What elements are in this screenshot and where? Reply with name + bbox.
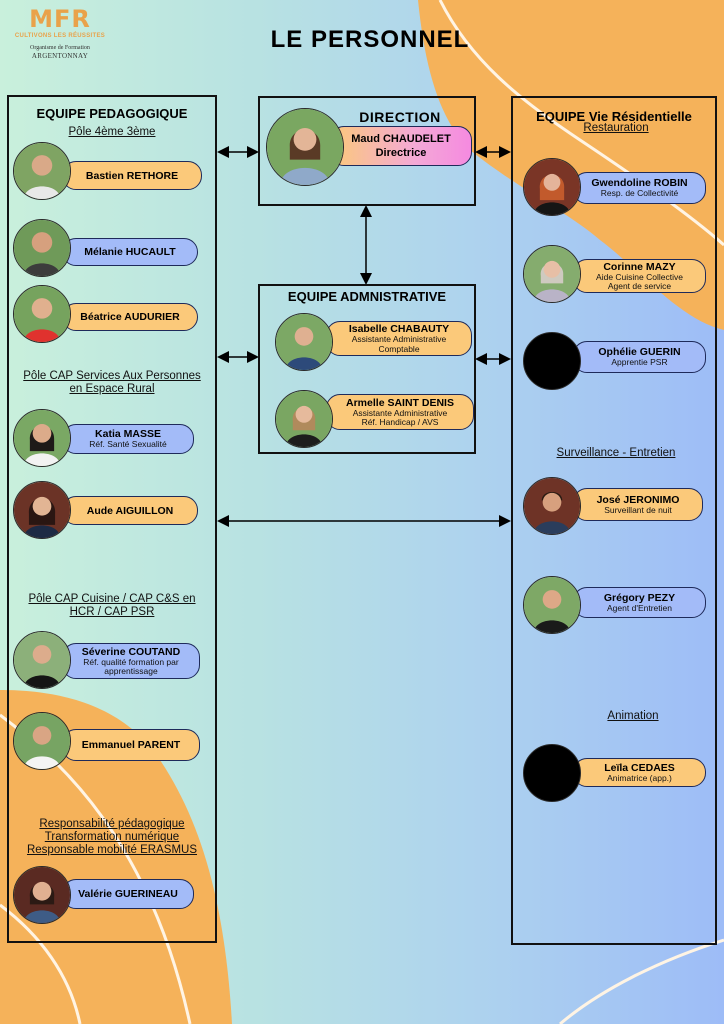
equipe-administrative-frame: EQUIPE ADMNISTRATIVE — [258, 284, 476, 454]
person-photo — [13, 481, 71, 539]
person-name: Isabelle CHABAUTY — [348, 323, 450, 335]
name-pill: José JERONIMO Surveillant de nuit — [573, 488, 703, 521]
group-line: Pôle CAP Cuisine / CAP C&S en — [28, 593, 196, 605]
person-photo — [275, 390, 333, 448]
name-pill: Corinne MAZY Aide Cuisine Collective Age… — [573, 259, 706, 293]
person-role: Agent de service — [607, 281, 672, 291]
name-pill: Armelle SAINT DENIS Assistante Administr… — [326, 394, 474, 430]
person-name: Gwendoline ROBIN — [591, 177, 688, 190]
person-photo — [13, 142, 71, 200]
group-surveillance-entretien: Surveillance - Entretien — [556, 447, 676, 459]
equipe-administrative-title: EQUIPE ADMNISTRATIVE — [287, 289, 447, 304]
person-name: Bastien RETHORE — [85, 169, 179, 182]
person-role: Réf. qualité formation par — [83, 656, 179, 667]
logo-org: Organisme de Formation — [30, 45, 90, 51]
logo-city: ARGENTONNAY — [31, 52, 89, 60]
person-photo — [13, 409, 71, 467]
photo-placeholder — [523, 332, 581, 390]
group-restauration: Restauration — [583, 122, 649, 134]
group-line: Responsable mobilité ERASMUS — [26, 844, 198, 856]
name-pill: Katia MASSE Réf. Santé Sexualité — [62, 424, 194, 454]
logo-slogan: CULTIVONS LES RÉUSSITES — [14, 33, 106, 39]
person-role: Réf. Santé Sexualité — [89, 439, 167, 450]
person-name: Mélanie HUCAULT — [84, 246, 176, 258]
equipe-pedagogique-title: EQUIPE PEDAGOGIQUE — [36, 106, 188, 121]
name-pill: Béatrice AUDURIER — [62, 303, 198, 331]
group-pole-cap-services: Pôle CAP Services Aux Personnes en Espac… — [9, 370, 215, 396]
name-pill: Maud CHAUDELET Directrice — [330, 126, 472, 166]
group-animation: Animation — [607, 710, 659, 722]
person-name: Katia MASSE — [95, 428, 161, 441]
name-pill: Valérie GUERINEAU — [62, 879, 194, 909]
group-line: Transformation numérique — [44, 831, 180, 843]
person-name: Béatrice AUDURIER — [80, 311, 180, 323]
person-photo — [13, 285, 71, 343]
name-pill: Ophélie GUERIN Apprentie PSR — [573, 341, 706, 373]
name-pill: Gwendoline ROBIN Resp. de Collectivité — [573, 172, 706, 204]
logo-mark: MFR — [29, 5, 91, 33]
group-line: Pôle CAP Services Aux Personnes — [23, 370, 201, 382]
person-photo — [523, 245, 581, 303]
person-role: Surveillant de nuit — [604, 504, 672, 515]
person-photo — [275, 313, 333, 371]
name-pill: Leïla CEDAES Animatrice (app.) — [573, 758, 706, 787]
person-photo — [266, 108, 344, 186]
person-name: Armelle SAINT DENIS — [346, 396, 454, 409]
person-role: apprentissage — [104, 666, 158, 676]
direction-frame — [258, 96, 476, 206]
person-name: Aude AIGUILLON — [86, 504, 174, 517]
person-role: Resp. de Collectivité — [600, 188, 679, 199]
group-line: en Espace Rural — [69, 383, 155, 395]
name-pill: Aude AIGUILLON — [62, 496, 198, 525]
person-role: Aide Cuisine Collective — [596, 271, 683, 282]
person-role: Apprentie PSR — [611, 357, 668, 368]
name-pill: Séverine COUTAND Réf. qualité formation … — [62, 643, 200, 679]
direction-title: DIRECTION — [359, 109, 441, 125]
person-role: Animatrice (app.) — [607, 772, 672, 783]
person-name: Emmanuel PARENT — [81, 739, 181, 751]
person-name: Corinne MAZY — [603, 260, 676, 273]
person-name: Séverine COUTAND — [81, 645, 181, 658]
person-photo — [13, 219, 71, 277]
person-role: Assistante Administrative — [351, 334, 447, 344]
person-role: Comptable — [378, 343, 420, 354]
person-role: Assistante Administrative — [352, 407, 448, 418]
group-pole-4-3: Pôle 4ème 3ème — [68, 126, 156, 138]
person-role: Réf. Handicap / AVS — [361, 417, 439, 427]
person-role: Agent d'Entretien — [607, 602, 672, 613]
person-role: Directrice — [375, 147, 427, 159]
group-responsabilite: Responsabilité pédagogique Transformatio… — [9, 818, 215, 857]
person-name: José JERONIMO — [596, 493, 680, 506]
photo-placeholder — [523, 744, 581, 802]
equipe-pedagogique-frame: EQUIPE PEDAGOGIQUE — [7, 95, 217, 943]
person-photo — [13, 631, 71, 689]
person-name: Maud CHAUDELET — [351, 133, 451, 145]
name-pill: Bastien RETHORE — [62, 161, 202, 190]
person-name: Grégory PEZY — [603, 591, 676, 604]
person-photo — [13, 712, 71, 770]
person-photo — [523, 576, 581, 634]
person-photo — [13, 866, 71, 924]
group-line: Responsabilité pédagogique — [39, 818, 185, 830]
name-pill: Grégory PEZY Agent d'Entretien — [573, 587, 706, 618]
person-name: Valérie GUERINEAU — [78, 888, 178, 900]
group-line: HCR / CAP PSR — [69, 606, 155, 618]
name-pill: Mélanie HUCAULT — [62, 238, 198, 266]
group-pole-cap-cuisine: Pôle CAP Cuisine / CAP C&S en HCR / CAP … — [9, 593, 215, 619]
name-pill: Emmanuel PARENT — [62, 729, 200, 761]
person-photo — [523, 477, 581, 535]
person-name: Ophélie GUERIN — [598, 346, 681, 359]
mfr-logo: MFR CULTIVONS LES RÉUSSITES Organisme de… — [10, 6, 110, 61]
equipe-residentielle-title: EQUIPE Vie Résidentielle — [536, 109, 692, 124]
equipe-residentielle-frame: EQUIPE Vie Résidentielle — [511, 96, 717, 945]
page-title: LE PERSONNEL — [270, 26, 470, 53]
person-name: Leïla CEDAES — [604, 761, 675, 774]
name-pill: Isabelle CHABAUTY Assistante Administrat… — [326, 321, 472, 356]
person-photo — [523, 158, 581, 216]
